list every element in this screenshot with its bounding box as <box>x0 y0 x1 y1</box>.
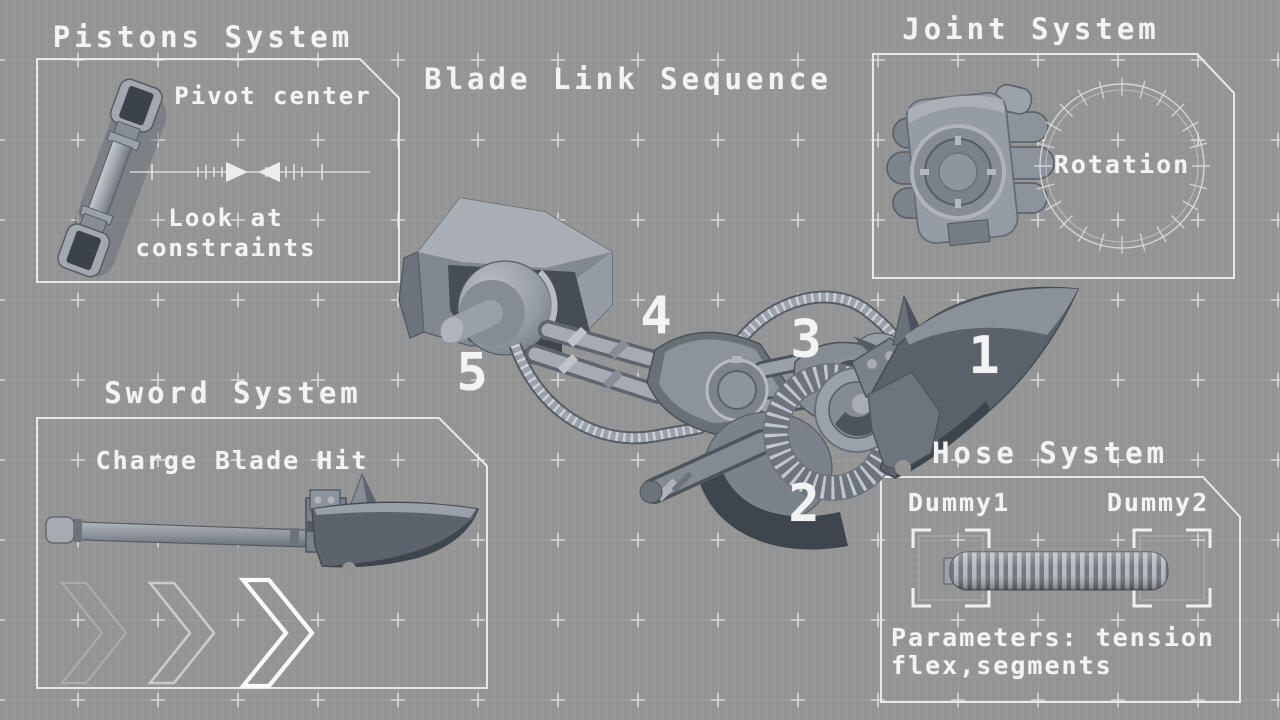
rotation-dial-icon <box>1033 78 1211 255</box>
joint-model <box>886 83 1055 247</box>
sequence-number-5: 5 <box>456 343 488 403</box>
hose-panel-title: Hose System <box>931 436 1169 470</box>
sequence-number-3: 3 <box>790 310 822 370</box>
constraints-line1: Look at <box>168 204 284 232</box>
pistons-panel-title: Pistons System <box>52 20 354 54</box>
sequence-number-1: 1 <box>968 326 1000 386</box>
rotation-label: Rotation <box>1053 150 1191 179</box>
pistons-panel-frame <box>36 58 400 283</box>
sword-model <box>45 472 480 576</box>
hose-panel-frame <box>880 476 1241 703</box>
hose-model <box>943 551 1169 591</box>
constraints-line2: constraints <box>135 234 317 262</box>
piston-model <box>57 78 167 278</box>
charge-blade-hit-label: Charge Blade Hit <box>95 446 369 475</box>
blade-part1 <box>853 286 1080 479</box>
sword-panel-title: Sword System <box>104 376 362 410</box>
dummy2-label: Dummy2 <box>1106 488 1210 517</box>
housing-part5 <box>398 197 613 370</box>
joint-panel-title: Joint System <box>902 12 1160 46</box>
piston-rods <box>525 320 678 404</box>
parameters-line1: Parameters: tension <box>891 623 1215 652</box>
pivot-center-label: Pivot center <box>174 82 372 110</box>
dummy1-label: Dummy1 <box>907 488 1011 517</box>
sequence-number-4: 4 <box>640 286 672 346</box>
joint-panel-frame <box>872 53 1235 279</box>
pivot-gauge-icon <box>130 162 370 182</box>
sword-panel-frame <box>36 417 488 689</box>
hose-parameters-label: Parameters: tension flex,segments <box>891 624 1215 680</box>
sequence-number-2: 2 <box>788 474 820 534</box>
charge-chevrons-icon <box>59 577 315 689</box>
page-title: Blade Link Sequence <box>424 62 832 96</box>
parameters-line2: flex,segments <box>891 651 1113 680</box>
look-at-constraints-label: Look at constraints <box>116 203 336 263</box>
blade-link-assembly-model <box>398 197 1080 550</box>
